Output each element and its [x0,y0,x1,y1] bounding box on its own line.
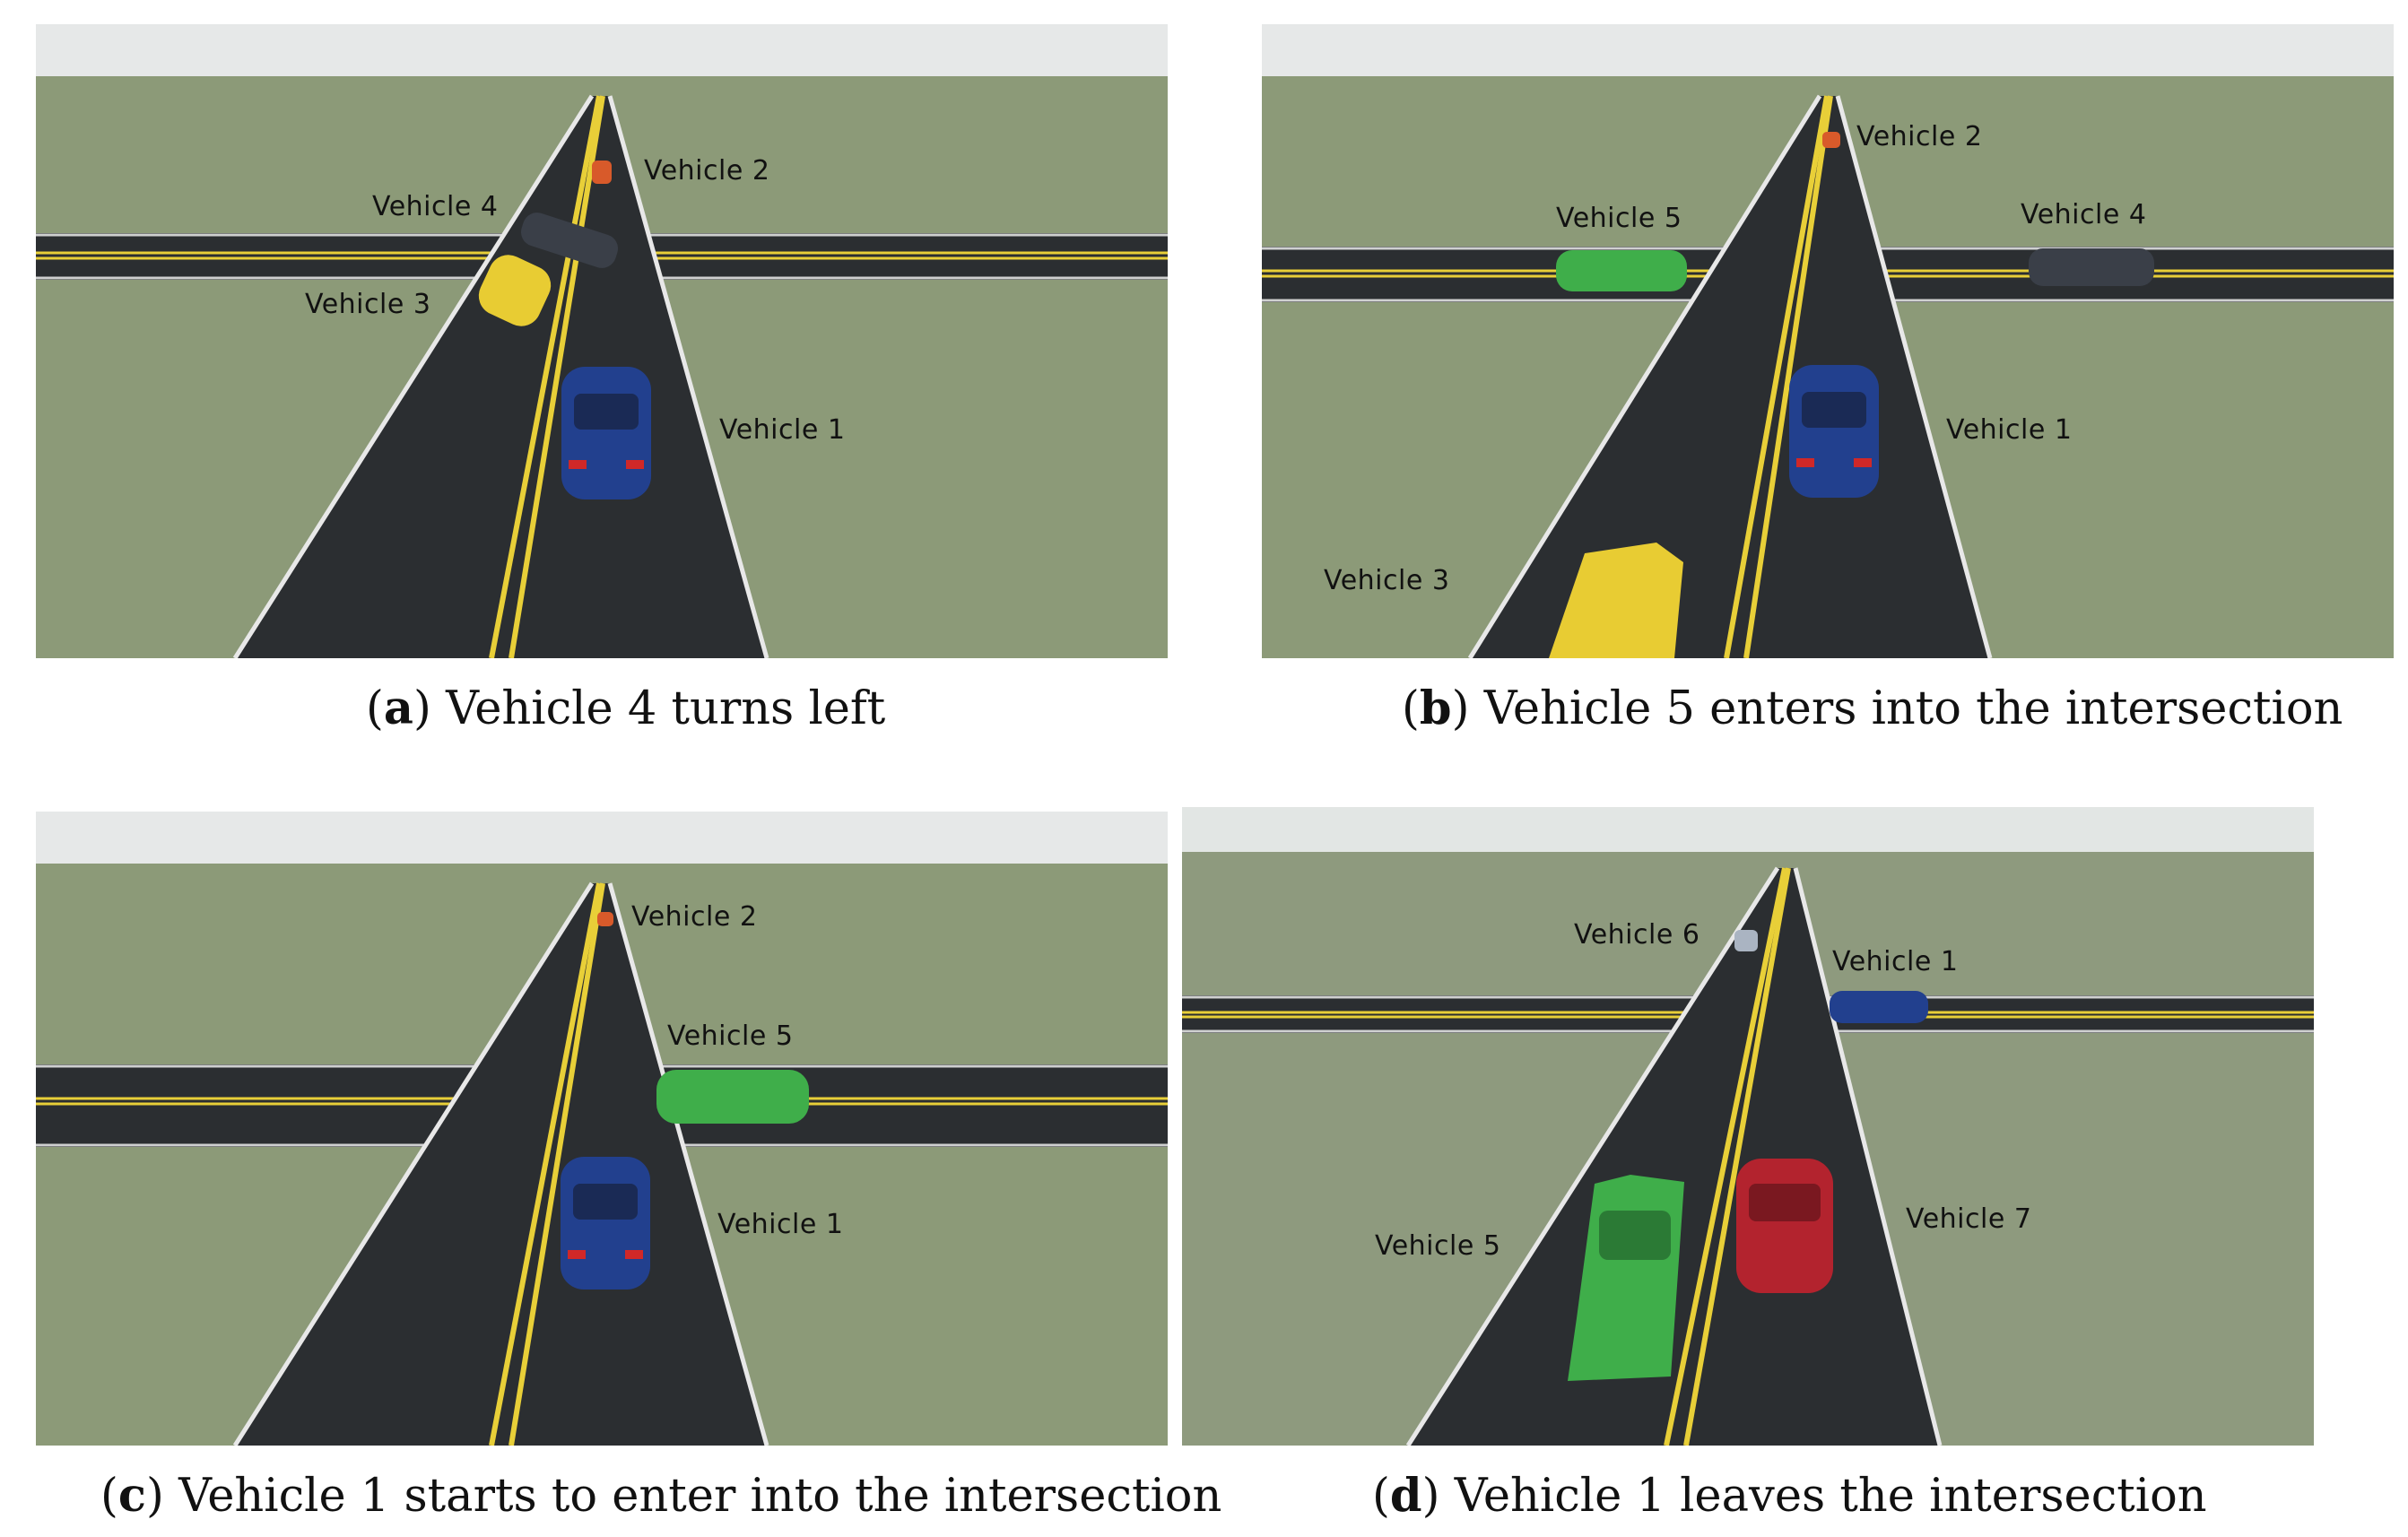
vehicle-3-car [478,255,552,326]
caption-b: (b) Vehicle 5 enters into the intersecti… [1402,682,2343,735]
panel-a-image [36,24,1168,658]
vehicle-label: Vehicle 4 [2021,199,2147,230]
vehicle-label: Vehicle 2 [1856,121,1983,152]
vehicle-4-car [520,213,619,268]
vehicle-label: Vehicle 3 [305,289,431,320]
vehicle-2-car [1822,132,1840,148]
caption-d: (d) Vehicle 1 leaves the intersection [1372,1469,2207,1523]
caption-a: (a) Vehicle 4 turns left [366,682,886,735]
vehicle-label: Vehicle 1 [719,414,846,446]
vehicle-label: Vehicle 5 [667,1020,794,1052]
main-road [235,96,767,658]
scene-d [1182,807,2314,1446]
vehicle-label: Vehicle 2 [644,155,770,187]
vehicle-2-car [597,912,613,926]
vehicle-5-car [656,1070,809,1124]
vehicle-1-car [1830,991,1928,1023]
sky [36,24,1168,76]
vehicle-6-car [1734,930,1758,951]
scene-c [36,812,1168,1446]
scene-a [36,24,1168,658]
vehicle-label: Vehicle 2 [631,901,758,933]
vehicle-1-car [561,1157,650,1290]
panel-c-image [36,812,1168,1446]
vehicle-3-car [1549,543,1683,658]
vehicle-label: Vehicle 3 [1324,565,1450,596]
vehicle-7-car [1736,1159,1833,1293]
vehicle-5-car [1556,250,1687,291]
vehicle-label: Vehicle 1 [1946,414,2073,446]
vehicle-2-car [592,161,612,184]
vehicle-label: Vehicle 1 [1832,946,1959,977]
vehicle-label: Vehicle 7 [1906,1203,2032,1235]
panel-b-image [1262,24,2394,658]
vehicle-label: Vehicle 4 [372,191,499,222]
vehicle-1-car [1789,365,1879,498]
vehicle-label: Vehicle 6 [1574,919,1700,951]
vehicle-5-car [1568,1175,1684,1381]
panel-d-image [1182,807,2314,1446]
vehicle-label: Vehicle 1 [717,1209,844,1240]
scene-b [1262,24,2394,658]
caption-c: (c) Vehicle 1 starts to enter into the i… [100,1469,1222,1523]
vehicle-4-car [2029,248,2154,286]
vehicle-label: Vehicle 5 [1375,1230,1501,1262]
vehicle-label: Vehicle 5 [1556,203,1682,234]
vehicle-1-car [561,367,651,499]
